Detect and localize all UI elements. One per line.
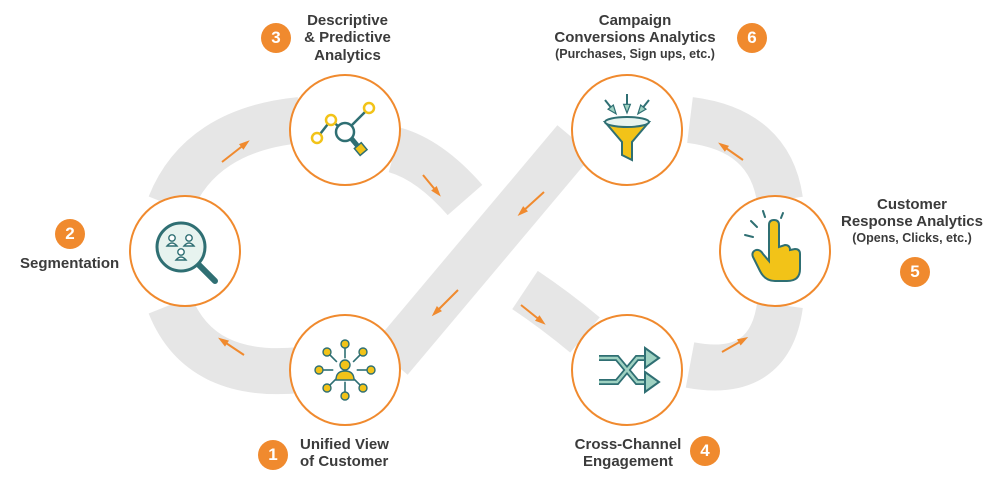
step-node-5 [719, 195, 831, 307]
step-5-line-2: Response Analytics [841, 213, 983, 231]
arrow-down-right-2 [520, 304, 546, 325]
step-4-line-1: Cross-Channel [574, 436, 682, 453]
magnifier-people-icon [155, 221, 218, 284]
tap-hand-icon [744, 210, 801, 282]
step-2-badge: 2 [55, 219, 85, 249]
step-node-3 [289, 74, 401, 186]
step-1-line-2: of Customer [300, 453, 389, 471]
step-5-badge: 5 [900, 257, 930, 287]
step-4-badge: 4 [690, 436, 720, 466]
step-3-badge: 3 [261, 23, 291, 53]
step-1-badge: 1 [258, 440, 288, 470]
track-segment-upper-left [148, 97, 303, 215]
step-node-6 [571, 74, 683, 186]
step-3-label: Descriptive & Predictive Analytics [300, 12, 395, 64]
arrow-up-right-1 [221, 140, 250, 163]
step-1-line-1: Unified View [300, 436, 389, 453]
step-3-line-3: Analytics [314, 46, 381, 64]
step-3-line-2: & Predictive [304, 29, 391, 47]
step-6-badge: 6 [737, 23, 767, 53]
track-segment-upper-mid [387, 127, 483, 216]
arrow-up-left-1 [218, 337, 245, 356]
flow-arrows [218, 140, 749, 356]
step-6-label: Campaign Conversions Analytics (Purchase… [540, 12, 730, 61]
analytics-search-icon [310, 101, 376, 157]
step-5-sub: (Opens, Clicks, etc.) [852, 230, 972, 245]
arrow-up-left-2 [718, 142, 744, 161]
track-segment-lower-right [685, 301, 803, 391]
step-node-1 [289, 314, 401, 426]
arrow-down-left-2 [431, 289, 459, 317]
step-4-label: Cross-Channel Engagement [568, 436, 688, 471]
track-segment-lower-left [148, 295, 303, 395]
track-group [148, 97, 803, 395]
step-6-sub: (Purchases, Sign ups, etc.) [555, 46, 715, 61]
track-segment-upper-right [686, 97, 803, 205]
arrow-down-right-1 [422, 174, 441, 197]
network-person-icon [314, 339, 376, 401]
step-2-line-1: Segmentation [20, 255, 120, 272]
step-node-2 [129, 195, 241, 307]
step-3-line-1: Descriptive [307, 12, 388, 29]
shuffle-arrows-icon [599, 346, 661, 394]
step-6-line-1: Campaign [598, 12, 672, 29]
step-1-label: Unified View of Customer [300, 436, 389, 471]
arrow-down-left-1 [517, 191, 545, 217]
step-6-line-2: Conversions Analytics [554, 29, 716, 47]
track-segment-lower-mid [512, 270, 600, 353]
step-5-line-1: Customer [876, 196, 947, 213]
track-segment-diagonal [372, 125, 593, 375]
step-node-4 [571, 314, 683, 426]
arrow-up-right-2 [721, 337, 749, 353]
step-4-line-2: Engagement [582, 453, 673, 471]
funnel-icon [602, 94, 652, 162]
step-5-label: Customer Response Analytics (Opens, Clic… [832, 196, 992, 245]
step-2-label: Segmentation [20, 255, 119, 272]
